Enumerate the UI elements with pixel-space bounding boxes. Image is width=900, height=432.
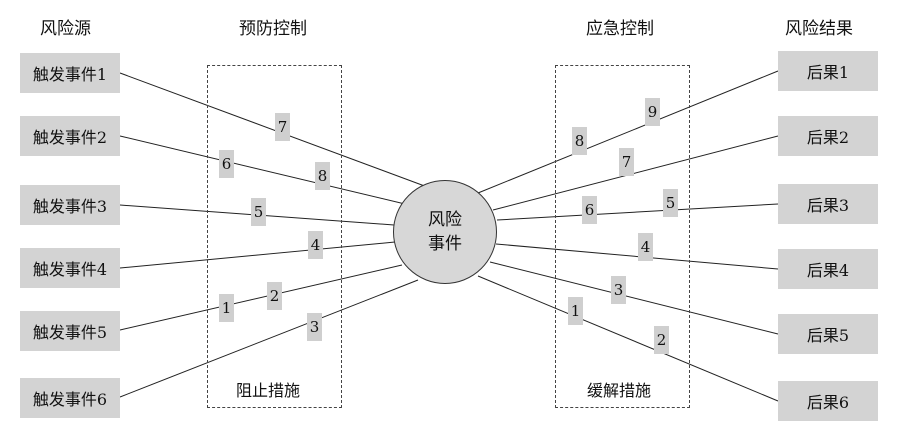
header-mitigation: 应急控制 — [586, 19, 654, 39]
header-prevention: 预防控制 — [239, 19, 307, 39]
barrier-left-4: 4 — [308, 231, 323, 259]
mitigation-zone — [555, 65, 690, 408]
barrier-left-5: 5 — [251, 198, 266, 226]
barrier-right-1: 1 — [568, 297, 583, 325]
barrier-right-3: 3 — [611, 276, 626, 304]
connector-cause-5 — [119, 264, 403, 331]
barrier-left-1: 1 — [219, 294, 234, 322]
barrier-right-7: 7 — [619, 148, 634, 176]
barrier-right-4: 4 — [638, 233, 653, 261]
connector-cons-3 — [496, 203, 779, 221]
risk-event-line2: 事件 — [428, 234, 462, 254]
consequence-box-3: 后果3 — [778, 184, 878, 224]
barrier-right-2: 2 — [654, 326, 669, 354]
header-consequences: 风险结果 — [785, 19, 853, 39]
connector-cause-2 — [119, 135, 406, 205]
prevention-label: 阻止措施 — [236, 381, 301, 400]
barrier-right-6: 6 — [582, 196, 597, 224]
connector-cause-4 — [119, 241, 396, 269]
cause-box-4: 触发事件4 — [20, 248, 120, 288]
connector-cons-6 — [477, 275, 779, 402]
barrier-left-7: 7 — [275, 113, 290, 141]
prevention-zone — [207, 65, 342, 408]
barrier-left-3: 3 — [307, 313, 322, 341]
connector-cons-4 — [495, 243, 779, 270]
cause-box-3: 触发事件3 — [20, 185, 120, 225]
consequence-box-5: 后果5 — [778, 314, 878, 354]
cause-box-5: 触发事件5 — [20, 311, 120, 351]
connector-cons-5 — [489, 261, 779, 335]
consequence-box-1: 后果1 — [778, 51, 878, 91]
consequence-box-6: 后果6 — [778, 381, 878, 421]
cause-box-6: 触发事件6 — [20, 378, 120, 418]
connector-cause-6 — [119, 279, 419, 398]
risk-event-line1: 风险 — [428, 210, 462, 230]
cause-box-1: 触发事件1 — [20, 53, 120, 93]
barrier-right-9: 9 — [645, 98, 660, 126]
barrier-left-6: 6 — [219, 150, 234, 178]
consequence-box-4: 后果4 — [778, 249, 878, 289]
barrier-left-2: 2 — [267, 282, 282, 310]
consequence-box-2: 后果2 — [778, 116, 878, 156]
cause-box-2: 触发事件2 — [20, 116, 120, 156]
header-causes: 风险源 — [40, 19, 91, 39]
risk-event-node: 风险 事件 — [393, 180, 497, 284]
connector-cons-1 — [477, 70, 779, 194]
barrier-right-8: 8 — [572, 127, 587, 155]
barrier-right-5: 5 — [663, 189, 678, 217]
barrier-left-8: 8 — [315, 162, 330, 190]
mitigation-label: 缓解措施 — [587, 381, 652, 400]
connector-cons-2 — [492, 135, 779, 211]
